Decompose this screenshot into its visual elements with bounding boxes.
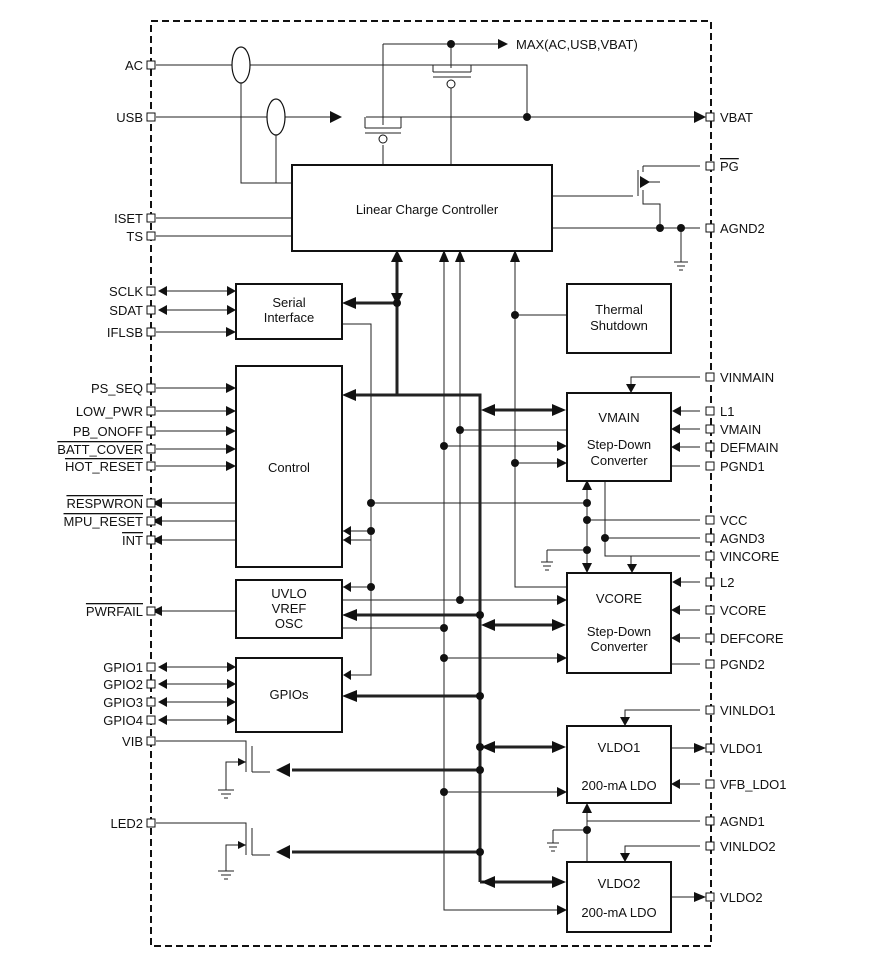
pin-ps-seq: PS_SEQ [91, 381, 143, 396]
pin-pb-onoff: PB_ONOFF [73, 424, 143, 439]
vldo1-label-1: VLDO1 [598, 740, 641, 755]
pin-usb: USB [116, 110, 143, 125]
pin-batt-cover: BATT_COVER [57, 442, 143, 457]
vmain-label-1: VMAIN [598, 410, 639, 425]
pin-sclk: SCLK [109, 284, 143, 299]
pin-vinmain: VINMAIN [720, 370, 774, 385]
vmain-label-3: Converter [590, 453, 648, 468]
pin-vcc: VCC [720, 513, 747, 528]
pin-vbat: VBAT [720, 110, 753, 125]
pin-gpio4: GPIO4 [103, 713, 143, 728]
ac-mosfet-gate [446, 79, 456, 89]
gpios-label: GPIOs [269, 687, 309, 702]
block-vmain: VMAIN Step-Down Converter [566, 392, 672, 482]
pin-sdat: SDAT [109, 303, 143, 318]
pin-gpio1: GPIO1 [103, 660, 143, 675]
vldo1-label-2: 200-mA LDO [581, 778, 656, 793]
pin-l1: L1 [720, 404, 734, 419]
uvlo-label-1: UVLO [271, 586, 306, 601]
serial-label-1: Serial [272, 295, 305, 310]
pin-vib: VIB [122, 734, 143, 749]
pin-vfb-ldo1: VFB_LDO1 [720, 777, 786, 792]
bus-wires [292, 262, 552, 884]
pin-vincore: VINCORE [720, 549, 780, 564]
left-pin-pads [146, 60, 156, 828]
chip-outline [150, 20, 712, 947]
pin-int: INT [122, 533, 143, 548]
pin-gpio3: GPIO3 [103, 695, 143, 710]
pin-led2: LED2 [110, 816, 143, 831]
pin-agnd2: AGND2 [720, 221, 765, 236]
thermal-label-2: Shutdown [590, 318, 648, 333]
pin-defmain: DEFMAIN [720, 440, 779, 455]
vmain-label-2: Step-Down [587, 437, 651, 452]
block-vcore: VCORE Step-Down Converter [566, 572, 672, 674]
arrowheads [152, 39, 706, 915]
ac-sense-ellipse [231, 46, 251, 84]
block-serial-interface: Serial Interface [235, 283, 343, 340]
max-label: MAX(AC,USB,VBAT) [516, 37, 638, 52]
pin-pgnd1: PGND1 [720, 459, 765, 474]
serial-label-2: Interface [264, 310, 315, 325]
vcore-label-2: Step-Down [587, 624, 651, 639]
pin-mpu-reset: MPU_RESET [64, 514, 144, 529]
pin-vinldo2: VINLDO2 [720, 839, 776, 854]
pin-gpio2: GPIO2 [103, 677, 143, 692]
pin-ac: AC [125, 58, 143, 73]
pin-low-pwr: LOW_PWR [76, 404, 143, 419]
pin-pg: PG [720, 159, 739, 174]
linear-charge-label: Linear Charge Controller [356, 202, 499, 217]
pin-vmain: VMAIN [720, 422, 761, 437]
vldo2-label-2: 200-mA LDO [581, 905, 656, 920]
pin-vcore: VCORE [720, 603, 767, 618]
uvlo-label-3: OSC [275, 616, 303, 631]
pin-l2: L2 [720, 575, 734, 590]
pin-iset: ISET [114, 211, 143, 226]
pin-vinldo1: VINLDO1 [720, 703, 776, 718]
pin-pwrfail: PWRFAIL [86, 604, 143, 619]
pin-respwron: RESPWRON [66, 496, 143, 511]
pin-hot-reset: HOT_RESET [65, 459, 143, 474]
vcore-label-1: VCORE [596, 591, 643, 606]
pin-pgnd2: PGND2 [720, 657, 765, 672]
right-pin-pads [705, 112, 715, 902]
pin-agnd1: AGND1 [720, 814, 765, 829]
block-linear-charge: Linear Charge Controller [291, 164, 553, 252]
pin-defcore: DEFCORE [720, 631, 784, 646]
right-pin-labels: VBAT PG AGND2 VINMAIN L1 VMAIN DEFMAIN P… [720, 110, 786, 905]
block-vldo1: VLDO1 200-mA LDO [566, 725, 672, 804]
block-gpios: GPIOs [235, 657, 343, 733]
pin-vldo2: VLDO2 [720, 890, 763, 905]
junction-dots [367, 40, 685, 856]
block-vldo2: VLDO2 200-mA LDO [566, 861, 672, 933]
block-control: Control [235, 365, 343, 568]
thermal-label-1: Thermal [595, 302, 643, 317]
block-thermal-shutdown: Thermal Shutdown [566, 283, 672, 354]
usb-sense-ellipse [266, 98, 286, 136]
control-label: Control [268, 460, 310, 475]
vldo2-label-1: VLDO2 [598, 876, 641, 891]
vcore-label-3: Converter [590, 639, 648, 654]
pin-vldo1: VLDO1 [720, 741, 763, 756]
pin-agnd3: AGND3 [720, 531, 765, 546]
pin-iflsb: IFLSB [107, 325, 143, 340]
thin-wires [156, 43, 700, 911]
usb-mosfet-gate [378, 134, 388, 144]
left-pin-labels: AC USB ISET TS SCLK SDAT IFLSB PS_SEQ LO… [57, 58, 143, 831]
uvlo-label-2: VREF [272, 601, 307, 616]
block-uvlo: UVLO VREF OSC [235, 579, 343, 639]
pin-ts: TS [126, 229, 143, 244]
